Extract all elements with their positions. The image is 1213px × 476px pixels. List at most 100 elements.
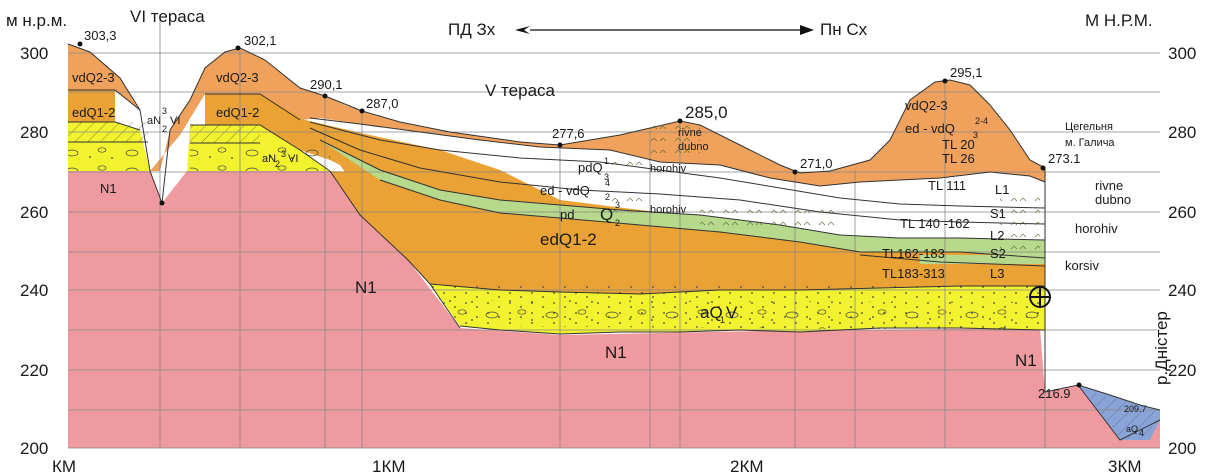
direction-arrow	[515, 25, 814, 35]
svg-text:TL 111: TL 111	[928, 178, 966, 193]
y-tick-right: 280	[1168, 123, 1196, 142]
y-tick-left: 280	[20, 123, 48, 142]
svg-text:м. Галича: м. Галича	[1065, 137, 1115, 149]
direction-to-label: Пн Сх	[820, 20, 868, 39]
svg-text:V: V	[726, 303, 738, 322]
svg-text:aQ: aQ	[1126, 424, 1138, 434]
svg-text:216.9: 216.9	[1038, 386, 1071, 401]
svg-text:ed - vdQ: ed - vdQ	[540, 183, 590, 198]
y-tick-right: 260	[1168, 203, 1196, 222]
svg-text:rivne: rivne	[1095, 178, 1123, 193]
svg-text:4: 4	[1139, 428, 1144, 438]
y-tick-right: 200	[1168, 439, 1196, 458]
svg-text:TL 26: TL 26	[942, 151, 975, 166]
svg-text:dubno: dubno	[678, 141, 709, 153]
svg-text:edQ1-2: edQ1-2	[72, 105, 115, 120]
svg-text:2-4: 2-4	[975, 116, 988, 126]
x-tick: 1КМ	[372, 457, 406, 476]
svg-text:S1: S1	[990, 206, 1006, 221]
svg-text:L2: L2	[990, 228, 1004, 243]
svg-text:209.7: 209.7	[1124, 404, 1147, 414]
terrace-vi-label: VI тераса	[130, 7, 205, 26]
svg-text:vdQ2-3: vdQ2-3	[72, 70, 115, 85]
svg-text:L1: L1	[995, 182, 1009, 197]
unit-labels-right: vdQ2-3 ed - vdQ 2-4 3 TL 20 TL 26 TL 111…	[882, 98, 1144, 438]
svg-text:N1: N1	[605, 343, 627, 362]
elevation-points	[77, 41, 1082, 388]
y-tick-left: 300	[20, 44, 48, 63]
svg-text:korsiv: korsiv	[1065, 258, 1099, 273]
x-tick: 3КМ	[1108, 457, 1142, 476]
y-tick-left: 220	[20, 361, 48, 380]
y-tick-left: 240	[20, 281, 48, 300]
svg-text:TL183-313: TL183-313	[882, 266, 945, 281]
unit-labels-left: vdQ2-3 edQ1-2 N1 aN 3 2 VI vdQ2-3 edQ1-2…	[72, 70, 298, 196]
svg-text:N1: N1	[100, 181, 117, 196]
svg-text:Q: Q	[600, 205, 613, 224]
svg-text:L3: L3	[990, 266, 1004, 281]
palaeosol-symbols	[610, 125, 1040, 250]
svg-text:271,0: 271,0	[800, 156, 833, 171]
right-unit-label: М Н.Р.М.	[1085, 11, 1153, 30]
svg-text:287,0: 287,0	[366, 96, 399, 111]
svg-text:ed - vdQ: ed - vdQ	[905, 121, 955, 136]
y-tick-right: 240	[1168, 281, 1196, 300]
svg-text:3: 3	[281, 149, 286, 159]
y-tick-right: 220	[1168, 361, 1196, 380]
svg-text:290,1: 290,1	[310, 77, 343, 92]
x-tick: 2КМ	[730, 457, 764, 476]
svg-text:aN: aN	[262, 153, 276, 165]
svg-text:edQ1-2: edQ1-2	[216, 105, 259, 120]
svg-text:2: 2	[605, 192, 610, 202]
svg-text:3: 3	[615, 200, 620, 210]
svg-text:vdQ2-3: vdQ2-3	[216, 70, 259, 85]
svg-text:277,6: 277,6	[552, 126, 585, 141]
river-label: р.Дністер	[1152, 311, 1171, 385]
svg-text:edQ1-2: edQ1-2	[540, 230, 597, 249]
terrace-v-label: V тераса	[485, 81, 556, 100]
svg-text:2: 2	[162, 124, 167, 134]
palaeosol-band	[320, 140, 1045, 258]
svg-text:pdQ: pdQ	[578, 160, 603, 175]
svg-text:VI: VI	[288, 153, 298, 165]
svg-text:horohiv: horohiv	[650, 204, 687, 216]
svg-text:horohiv: horohiv	[1075, 221, 1118, 236]
x-axis: КМ 1КМ 2КМ 3КМ	[52, 457, 1142, 476]
svg-text:285,0: 285,0	[685, 103, 728, 122]
svg-text:295,1: 295,1	[950, 65, 983, 80]
svg-text:2: 2	[275, 159, 280, 169]
svg-text:3: 3	[973, 130, 978, 140]
direction-from-label: ПД Зх	[448, 20, 496, 39]
sampling-site-icon	[1029, 286, 1051, 308]
y-tick-left: 200	[20, 439, 48, 458]
y-tick-right: 300	[1168, 44, 1196, 63]
elevation-labels: 303,3 302,1 290,1 287,0 277,6 285,0 271,…	[84, 28, 1147, 414]
svg-text:N1: N1	[355, 278, 377, 297]
svg-text:Цегельня: Цегельня	[1065, 121, 1113, 133]
svg-text:TL 20: TL 20	[942, 137, 975, 152]
svg-text:3: 3	[162, 106, 167, 116]
y-tick-left: 260	[20, 203, 48, 222]
svg-text:TL 140 -162: TL 140 -162	[900, 216, 970, 231]
grid	[68, 20, 1160, 449]
svg-text:1: 1	[604, 156, 609, 166]
svg-text:2: 2	[615, 218, 620, 228]
loess-ed-main	[330, 171, 1045, 296]
svg-text:303,3: 303,3	[84, 28, 117, 43]
neogene-bedrock	[68, 171, 1160, 448]
svg-text:horohiv: horohiv	[650, 163, 687, 175]
svg-text:S2: S2	[990, 246, 1006, 261]
side-notes: Цегельня м. Галича rivne dubno horohiv k…	[1065, 121, 1131, 273]
svg-text:dubno: dubno	[1095, 192, 1131, 207]
left-unit-label: м н.р.м.	[6, 11, 67, 30]
svg-text:rivne: rivne	[678, 127, 702, 139]
y-axis-right: 300 280 260 240 220 200	[1168, 44, 1196, 458]
y-axis-left: 300 280 260 240 220 200	[20, 44, 48, 458]
svg-text:3: 3	[604, 172, 609, 182]
x-tick: КМ	[52, 457, 76, 476]
palaeosol-s2	[920, 255, 1045, 264]
svg-text:273.1: 273.1	[1048, 151, 1081, 166]
unit-labels-center: rivne dubno pdQ 1 3 horohiv ed - vdQ 4 2…	[355, 127, 1037, 370]
svg-text:TL162-183: TL162-183	[882, 246, 945, 261]
